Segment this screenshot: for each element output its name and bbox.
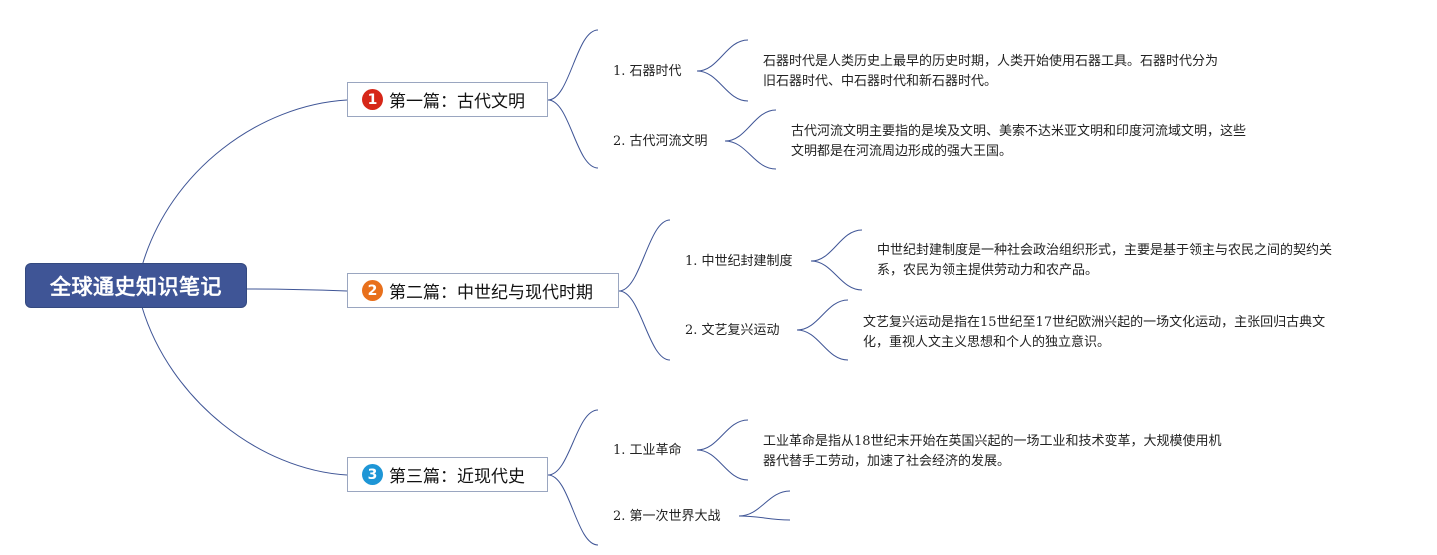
note-stone-age[interactable]: 石器时代是人类历史上最早的历史时期，人类开始使用石器工具。石器时代分为 旧石器时… bbox=[763, 54, 1219, 89]
topic-medieval-modern[interactable]: 2 第二篇：中世纪与现代时期 bbox=[347, 273, 619, 308]
number-badge-3: 3 bbox=[362, 464, 383, 485]
topic-label: 第三篇：近现代史 bbox=[389, 467, 525, 487]
note-industrial-revolution[interactable]: 工业革命是指从18世纪末开始在英国兴起的一场工业和技术变革，大规模使用机 器代替… bbox=[763, 434, 1222, 469]
connector-renaissance-note-bottom bbox=[796, 329, 849, 361]
connector-industrial-note-bottom bbox=[696, 449, 749, 481]
subtopic-river-civilization[interactable]: 2. 古代河流文明 bbox=[613, 134, 708, 149]
connector-ww1-note-top bbox=[738, 490, 791, 517]
connector-topic3-subs-bottom bbox=[547, 474, 599, 546]
connector-topic2-subs-top bbox=[618, 219, 671, 292]
note-feudal-system[interactable]: 中世纪封建制度是一种社会政治组织形式，主要是基于领主与农民之间的契约关 系，农民… bbox=[877, 243, 1333, 278]
root-topic[interactable]: 全球通史知识笔记 bbox=[26, 264, 246, 307]
note-renaissance[interactable]: 文艺复兴运动是指在15世纪至17世纪欧洲兴起的一场文化运动，主张回归古典文 化，… bbox=[863, 315, 1326, 350]
connector-topic2-subs-bottom bbox=[618, 290, 671, 361]
subtopic-renaissance[interactable]: 2. 文艺复兴运动 bbox=[685, 323, 780, 338]
connector-ww1-note-bottom bbox=[738, 515, 791, 521]
connector-river-note-top bbox=[724, 109, 777, 142]
connector-root-topic-1 bbox=[141, 99, 348, 267]
topic-ancient-civilization[interactable]: 1 第一篇：古代文明 bbox=[347, 82, 548, 117]
connector-root-topic-3 bbox=[141, 306, 348, 476]
connector-river-note-bottom bbox=[724, 140, 777, 170]
number-badge-2: 2 bbox=[362, 280, 383, 301]
topic-label: 第二篇：中世纪与现代时期 bbox=[389, 283, 593, 303]
subtopic-feudal-system[interactable]: 1. 中世纪封建制度 bbox=[685, 254, 793, 269]
number-badge-1: 1 bbox=[362, 89, 383, 110]
connector-topic3-subs-top bbox=[547, 409, 599, 476]
connector-root-topic-2 bbox=[245, 288, 348, 292]
connector-stone-age-note-top bbox=[696, 39, 749, 72]
connector-industrial-note-top bbox=[696, 419, 749, 451]
connector-topic1-subs-bottom bbox=[547, 99, 599, 169]
subtopic-industrial-revolution[interactable]: 1. 工业革命 bbox=[613, 443, 682, 458]
connector-stone-age-note-bottom bbox=[696, 70, 749, 102]
connector-feudal-note-bottom bbox=[810, 260, 863, 291]
topic-label: 第一篇：古代文明 bbox=[389, 92, 525, 112]
subtopic-world-war-one[interactable]: 2. 第一次世界大战 bbox=[613, 509, 721, 524]
connector-renaissance-note-top bbox=[796, 299, 849, 331]
subtopic-stone-age[interactable]: 1. 石器时代 bbox=[613, 64, 682, 79]
topic-modern-history[interactable]: 3 第三篇：近现代史 bbox=[347, 457, 548, 492]
connector-feudal-note-top bbox=[810, 229, 863, 262]
connector-topic1-subs-top bbox=[547, 29, 599, 101]
note-river-civilization[interactable]: 古代河流文明主要指的是埃及文明、美索不达米亚文明和印度河流域文明，这些 文明都是… bbox=[791, 124, 1247, 159]
